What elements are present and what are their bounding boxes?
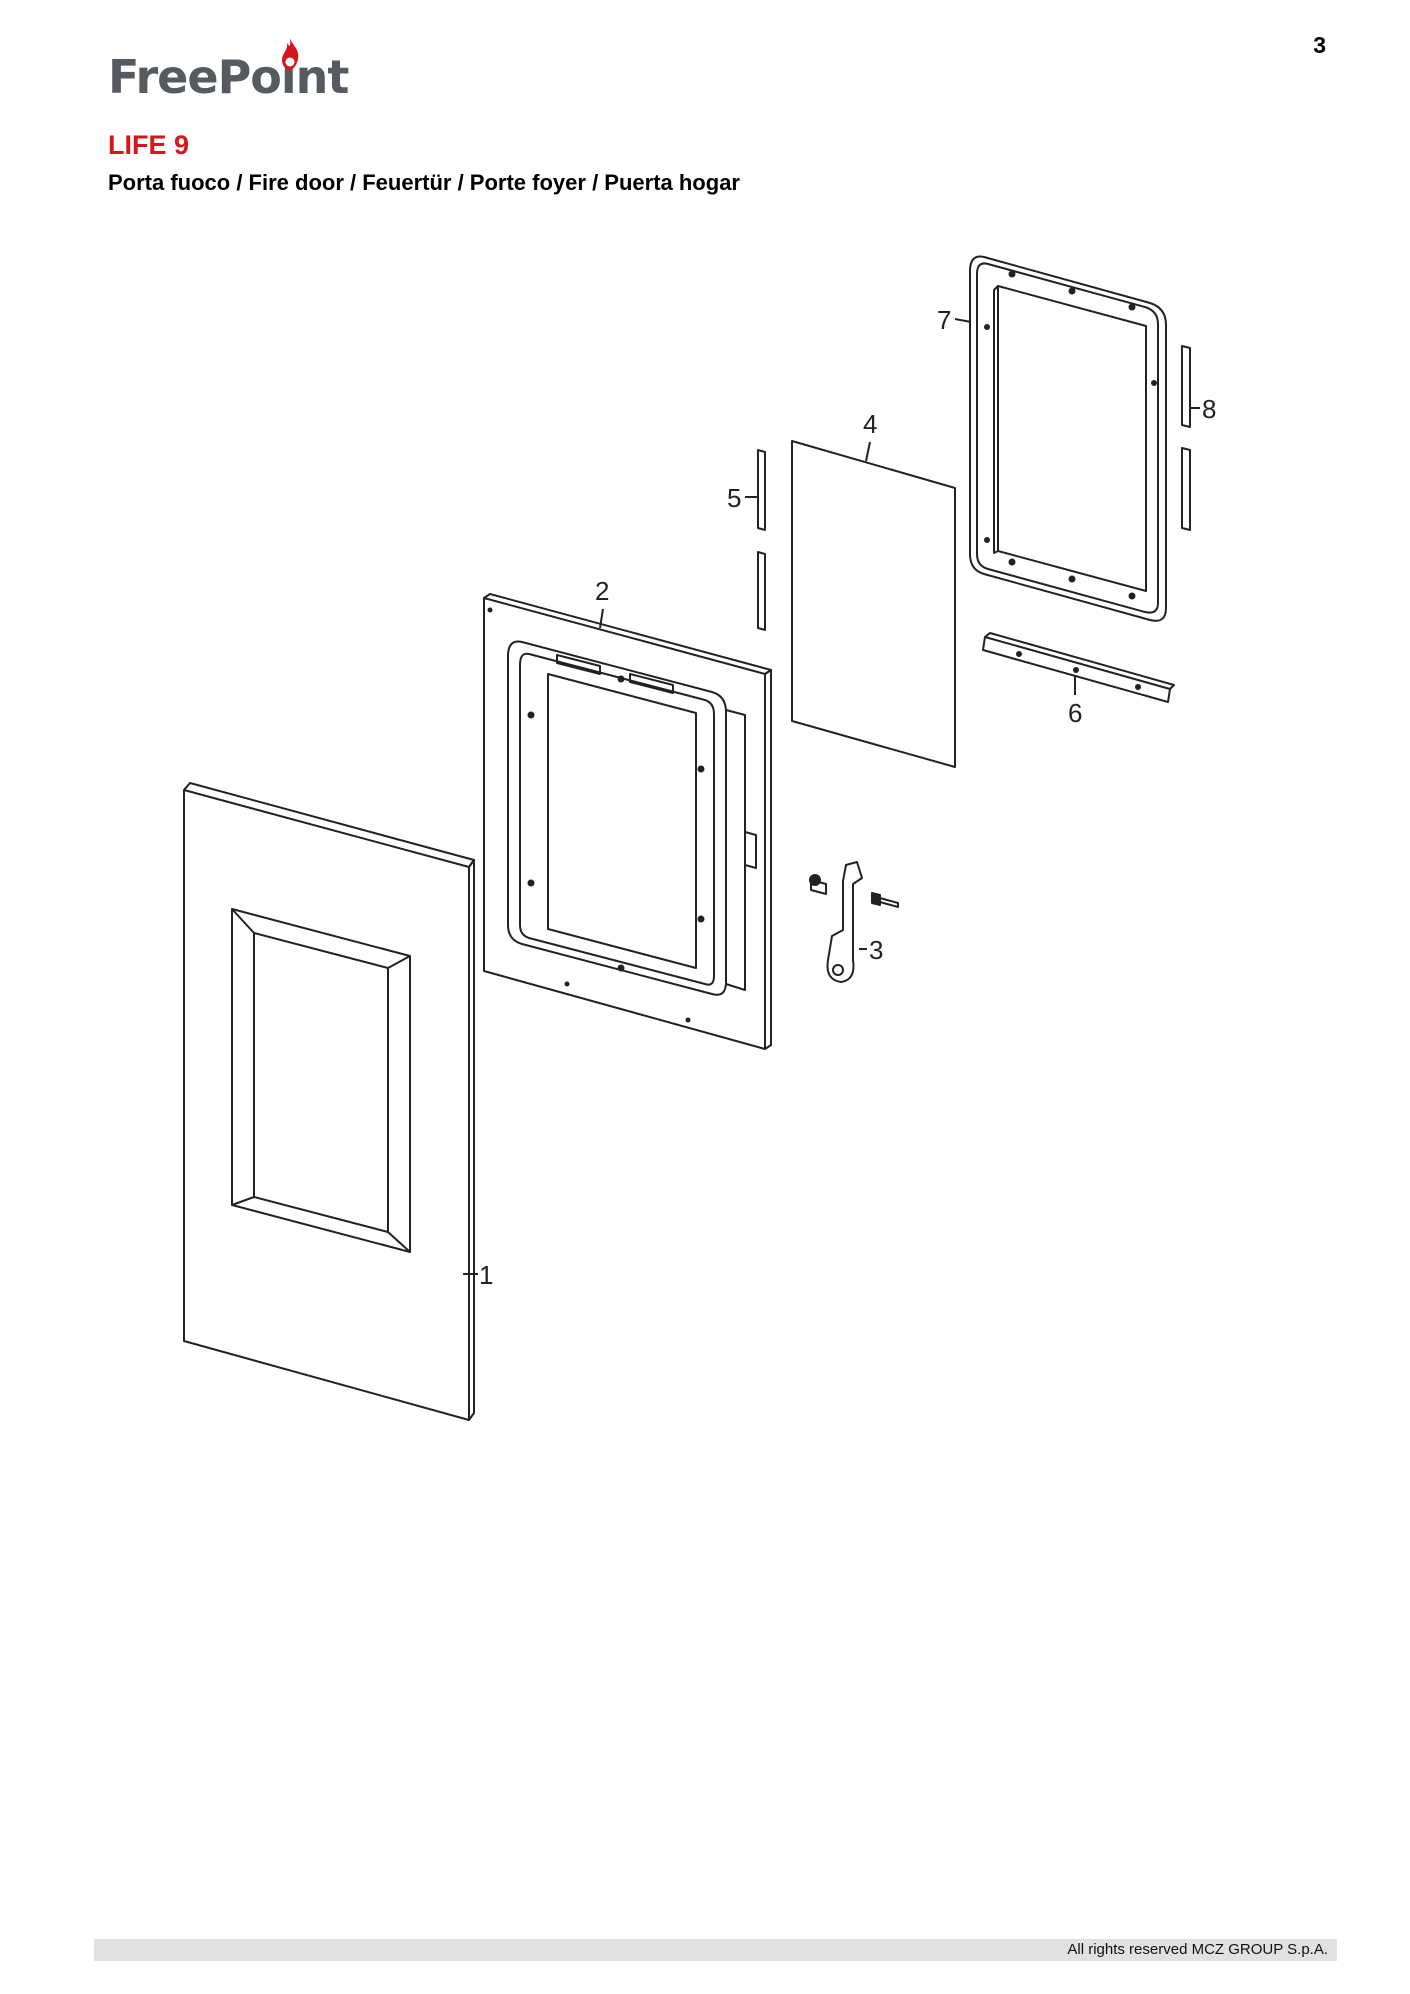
flame-icon bbox=[282, 38, 299, 70]
part-label-7: 7 bbox=[937, 305, 951, 335]
part-1-door-panel bbox=[183, 782, 475, 1421]
brand-logo-text: FreePoint bbox=[108, 50, 349, 104]
part-label-5: 5 bbox=[727, 483, 741, 513]
part-2-screws bbox=[487, 607, 705, 1023]
part-label-6: 6 bbox=[1068, 698, 1082, 728]
part-label-1: 1 bbox=[479, 1260, 493, 1290]
part-4-glass bbox=[791, 440, 956, 768]
brand-logo: FreePoint bbox=[108, 38, 349, 104]
part-label-3: 3 bbox=[869, 935, 883, 965]
part-label-4: 4 bbox=[863, 409, 877, 439]
section-title: Porta fuoco / Fire door / Feuertür / Por… bbox=[108, 170, 740, 195]
page-number: 3 bbox=[1313, 32, 1326, 58]
part-2-inner-frame bbox=[483, 593, 772, 1050]
leader-lines bbox=[463, 318, 1200, 1275]
part-8-side-strips bbox=[1181, 345, 1191, 531]
part-6-bottom-retainer bbox=[982, 632, 1175, 703]
part-7-glass-frame bbox=[969, 255, 1167, 622]
part-label-2: 2 bbox=[595, 576, 609, 606]
part-5-side-strips bbox=[757, 449, 766, 631]
part-labels: 1 2 3 4 5 6 7 8 bbox=[479, 305, 1216, 1290]
model-title: LIFE 9 bbox=[108, 130, 190, 160]
part-3-latch-hook bbox=[809, 861, 899, 983]
part-label-8: 8 bbox=[1202, 394, 1216, 424]
footer-bar bbox=[94, 1939, 1337, 1961]
footer-copyright: All rights reserved MCZ GROUP S.p.A. bbox=[1067, 1941, 1328, 1958]
